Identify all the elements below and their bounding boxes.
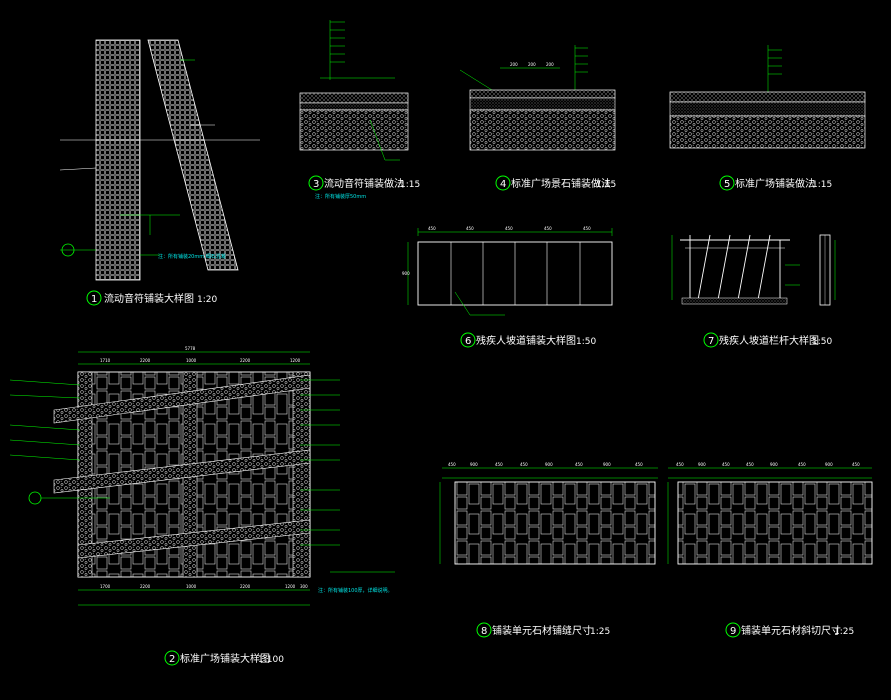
drawing-8-dim-3: 450	[495, 462, 503, 467]
drawing-8-number: 8	[481, 626, 487, 637]
drawing-1-title: 流动音符铺装大样图	[104, 292, 194, 305]
drawing-2-dim-top-2: 2200	[140, 358, 151, 363]
drawing-8-dim-8: 450	[635, 462, 643, 467]
drawing-2-note: 注：所有铺装100厚，详细说明。	[318, 587, 393, 594]
drawing-5-scale: 1:15	[812, 180, 832, 190]
drawing-6-dim-3: 450	[505, 226, 513, 231]
drawing-6-dim-2: 450	[466, 226, 474, 231]
drawing-1-scale: 1:20	[197, 295, 217, 305]
drawing-2-title: 标准广场铺装大样图	[180, 652, 270, 665]
drawing-8-dim-4: 450	[520, 462, 528, 467]
drawing-3-title: 流动音符铺装做法	[324, 177, 404, 190]
drawing-7-number: 7	[708, 336, 714, 347]
drawing-3-scale: 1:15	[400, 180, 420, 190]
drawing-4-section: 200 200 200 4 标准广场景石铺装做法 1:15	[459, 45, 616, 191]
drawing-9-dim-6: 450	[798, 462, 806, 467]
drawing-8-dim-6: 450	[575, 462, 583, 467]
drawing-5-number: 5	[724, 179, 730, 190]
drawing-6-title: 残疾人坡道铺装大样图	[476, 334, 576, 347]
drawing-1-note: 注：所有铺装20mm 细石混凝	[158, 253, 226, 260]
drawing-6-dim-1: 450	[428, 226, 436, 231]
drawing-6-ramp-paving: 450 450 450 450 450 900 6 残疾人坡道铺装大样图 1:5…	[402, 226, 613, 348]
drawing-2-dim-bottom-6: 300	[300, 584, 308, 589]
drawing-2-dim-bottom-2: 2200	[140, 584, 151, 589]
drawing-1-number: 1	[91, 294, 97, 305]
drawing-6-dim-5: 450	[583, 226, 591, 231]
drawing-2-number: 2	[169, 654, 175, 665]
drawing-4-scale: 1:15	[596, 180, 616, 190]
drawing-9-title: 铺装单元石材斜切尺寸	[741, 624, 841, 637]
drawing-9-dim-3: 450	[722, 462, 730, 467]
drawing-1-flowing-note-paving: 注：所有铺装20mm 细石混凝 1 流动音符铺装大样图 1:20	[59, 39, 260, 306]
drawing-2-dim-total: 5778	[185, 346, 196, 351]
drawing-6-number: 6	[465, 336, 471, 347]
drawing-9-scale: 1:25	[834, 627, 854, 637]
drawing-9-dim-7: 900	[825, 462, 833, 467]
drawing-6-dim-4: 450	[544, 226, 552, 231]
drawing-2-plaza-paving-plan: 5778 1710 2200 1000 2200 1200	[9, 346, 395, 666]
drawing-7-ramp-railing: 7 残疾人坡道栏杆大样图 1:50	[671, 234, 836, 348]
drawing-9-dim-1: 450	[676, 462, 684, 467]
drawing-7-scale: 1:50	[812, 337, 832, 347]
drawing-5-title: 标准广场铺装做法	[735, 177, 815, 190]
drawing-3-section: 注：所有铺装厚50mm 3 流动音符铺装做法 1:15	[299, 20, 420, 200]
drawing-9-number: 9	[730, 626, 736, 637]
drawing-4-dim-3: 200	[546, 62, 554, 67]
drawing-9-dim-5: 900	[770, 462, 778, 467]
drawing-4-title: 标准广场景石铺装做法	[511, 177, 611, 190]
drawing-6-scale: 1:50	[576, 337, 596, 347]
drawing-9-dim-8: 450	[852, 462, 860, 467]
drawing-2-scale: 1:100	[258, 655, 284, 665]
drawing-4-dim-1: 200	[510, 62, 518, 67]
drawing-2-dim-top-4: 2200	[240, 358, 251, 363]
drawing-9-dim-2: 900	[698, 462, 706, 467]
drawing-2-dim-bottom-1: 1700	[100, 584, 111, 589]
drawing-3-note: 注：所有铺装厚50mm	[315, 193, 366, 200]
drawing-9-dim-4: 450	[746, 462, 754, 467]
drawing-2-dim-bottom-4: 2200	[240, 584, 251, 589]
drawing-8-dim-7: 900	[603, 462, 611, 467]
drawing-2-dim-top-3: 1000	[186, 358, 197, 363]
drawing-7-title: 残疾人坡道栏杆大样图	[719, 334, 819, 347]
drawing-2-dim-top-5: 1200	[290, 358, 301, 363]
drawing-6-side-dim: 900	[402, 271, 410, 276]
drawing-8-title: 铺装单元石材铺缝尺寸	[492, 624, 592, 637]
drawing-4-dim-2: 200	[528, 62, 536, 67]
drawing-8-dim-2: 900	[470, 462, 478, 467]
drawing-8-dim-5: 900	[545, 462, 553, 467]
drawing-2-dim-bottom-5: 1200	[285, 584, 296, 589]
drawing-9-stone-cut-dimensions: 450 900 450 450 900 450 900 450 9 铺装单元石材…	[667, 462, 873, 638]
drawing-5-section: 5 标准广场铺装做法 1:15	[669, 45, 866, 191]
drawing-2-dim-top-1: 1710	[100, 358, 111, 363]
drawing-3-number: 3	[313, 179, 319, 190]
drawing-2-dim-bottom-3: 1000	[186, 584, 197, 589]
drawing-8-scale: 1:25	[590, 627, 610, 637]
drawing-8-stone-joint-dimensions: 450 900 450 450 900 450 900 450 8 铺装单元石材…	[439, 462, 658, 638]
drawing-4-number: 4	[500, 179, 506, 190]
drawing-8-dim-1: 450	[448, 462, 456, 467]
